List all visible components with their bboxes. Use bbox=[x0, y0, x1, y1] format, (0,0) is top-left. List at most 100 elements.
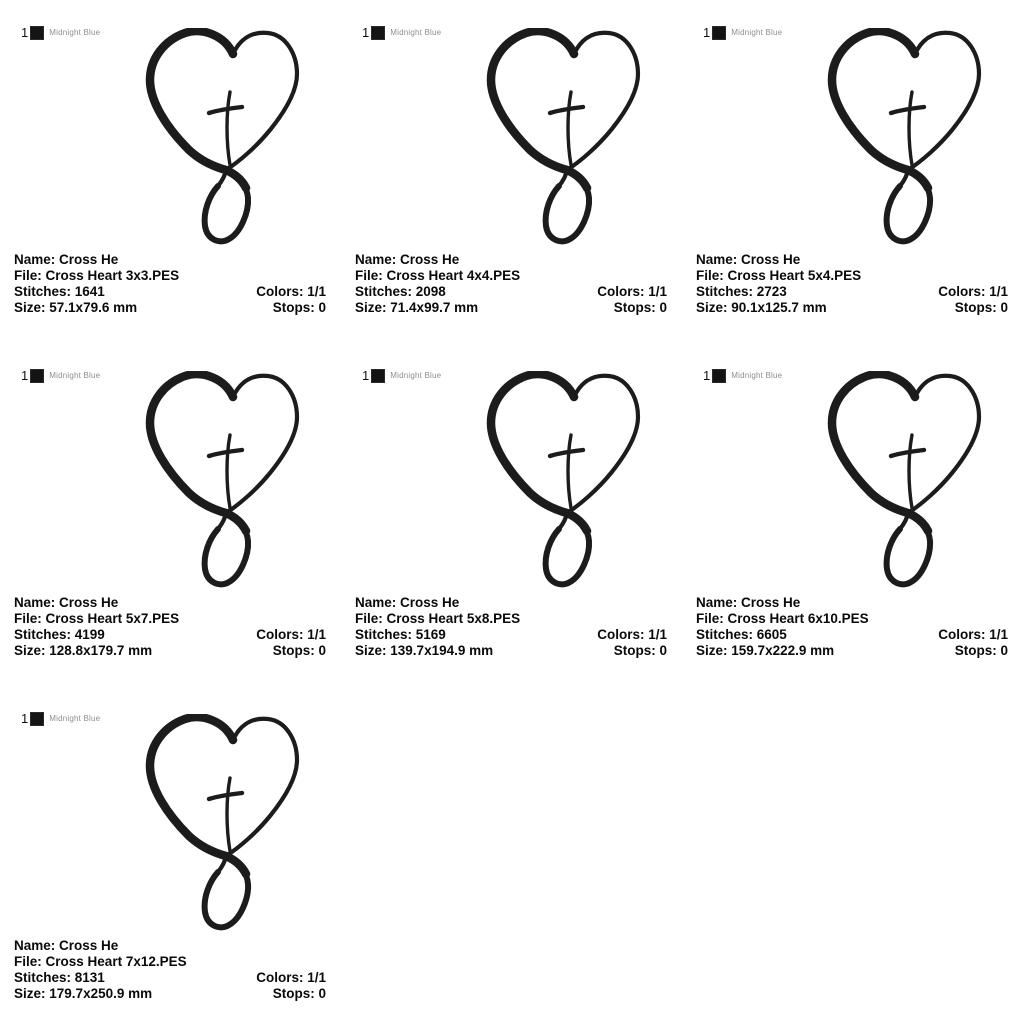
stops-label: Stops: bbox=[272, 300, 315, 315]
design-size: 71.4x99.7 mm bbox=[390, 300, 479, 315]
file-line: File: Cross Heart 5x7.PES bbox=[14, 611, 326, 627]
stitches-label: Stitches: bbox=[355, 627, 413, 642]
heart-cross-design-preview bbox=[486, 28, 642, 246]
size-label: Size: bbox=[696, 300, 728, 315]
stitches-pair: Stitches: 5169 bbox=[355, 627, 446, 643]
stops-label: Stops: bbox=[954, 300, 997, 315]
design-panel: 1 Midnight Blue Name: Cross He File: Cro… bbox=[341, 0, 682, 343]
size-pair: Size: 139.7x194.9 mm bbox=[355, 643, 493, 659]
thread-number: 1 bbox=[703, 368, 711, 383]
design-panel: 1 Midnight Blue Name: Cross He File: Cro… bbox=[682, 0, 1023, 343]
design-size: 139.7x194.9 mm bbox=[390, 643, 494, 658]
size-stops-line: Size: 90.1x125.7 mm Stops: 0 bbox=[696, 300, 1008, 316]
stitches-label: Stitches: bbox=[696, 284, 754, 299]
stops-pair: Stops: 0 bbox=[273, 300, 326, 316]
heart-cross-design-preview bbox=[145, 371, 301, 589]
size-label: Size: bbox=[14, 300, 46, 315]
thread-color-name: Midnight Blue bbox=[390, 371, 442, 380]
design-size: 179.7x250.9 mm bbox=[49, 986, 153, 1001]
stops-count: 0 bbox=[659, 300, 667, 315]
thread-number: 1 bbox=[21, 368, 29, 383]
thread-color-row: 1 Midnight Blue bbox=[21, 369, 100, 383]
design-file: Cross Heart 5x8.PES bbox=[386, 611, 521, 626]
stops-pair: Stops: 0 bbox=[273, 643, 326, 659]
file-label: File: bbox=[14, 954, 42, 969]
design-file: Cross Heart 5x4.PES bbox=[727, 268, 862, 283]
file-line: File: Cross Heart 4x4.PES bbox=[355, 268, 667, 284]
name-label: Name: bbox=[14, 252, 56, 267]
design-name: Cross He bbox=[59, 595, 119, 610]
colors-pair: Colors: 1/1 bbox=[938, 284, 1008, 300]
file-label: File: bbox=[355, 611, 383, 626]
colors-label: Colors: bbox=[938, 284, 986, 299]
stitches-pair: Stitches: 4199 bbox=[14, 627, 105, 643]
size-pair: Size: 71.4x99.7 mm bbox=[355, 300, 478, 316]
stitches-label: Stitches: bbox=[14, 970, 72, 985]
size-label: Size: bbox=[14, 986, 46, 1001]
design-file: Cross Heart 7x12.PES bbox=[45, 954, 187, 969]
stitch-count: 5169 bbox=[415, 627, 446, 642]
design-panel: 1 Midnight Blue Name: Cross He File: Cro… bbox=[0, 686, 341, 1029]
size-label: Size: bbox=[14, 643, 46, 658]
size-stops-line: Size: 139.7x194.9 mm Stops: 0 bbox=[355, 643, 667, 659]
design-panel: 1 Midnight Blue Name: Cross He File: Cro… bbox=[341, 343, 682, 686]
stops-count: 0 bbox=[1000, 643, 1008, 658]
stitches-pair: Stitches: 2723 bbox=[696, 284, 787, 300]
design-name: Cross He bbox=[59, 252, 119, 267]
design-info: Name: Cross He File: Cross Heart 3x3.PES… bbox=[14, 252, 326, 316]
stops-label: Stops: bbox=[272, 986, 315, 1001]
design-size: 57.1x79.6 mm bbox=[49, 300, 138, 315]
stitches-pair: Stitches: 1641 bbox=[14, 284, 105, 300]
stops-count: 0 bbox=[318, 300, 326, 315]
thread-color-swatch-icon bbox=[371, 26, 386, 40]
colors-pair: Colors: 1/1 bbox=[256, 627, 326, 643]
stitches-colors-line: Stitches: 1641 Colors: 1/1 bbox=[14, 284, 326, 300]
file-label: File: bbox=[14, 268, 42, 283]
colors-count: 1/1 bbox=[989, 284, 1008, 299]
size-label: Size: bbox=[696, 643, 728, 658]
stops-pair: Stops: 0 bbox=[614, 643, 667, 659]
stitches-colors-line: Stitches: 4199 Colors: 1/1 bbox=[14, 627, 326, 643]
stops-count: 0 bbox=[1000, 300, 1008, 315]
file-label: File: bbox=[696, 268, 724, 283]
thread-number: 1 bbox=[21, 711, 29, 726]
size-stops-line: Size: 57.1x79.6 mm Stops: 0 bbox=[14, 300, 326, 316]
name-line: Name: Cross He bbox=[14, 938, 326, 954]
thread-color-row: 1 Midnight Blue bbox=[703, 26, 782, 40]
design-info: Name: Cross He File: Cross Heart 7x12.PE… bbox=[14, 938, 326, 1002]
design-info: Name: Cross He File: Cross Heart 6x10.PE… bbox=[696, 595, 1008, 659]
name-label: Name: bbox=[696, 252, 738, 267]
stops-count: 0 bbox=[318, 643, 326, 658]
size-label: Size: bbox=[355, 643, 387, 658]
colors-pair: Colors: 1/1 bbox=[597, 284, 667, 300]
colors-count: 1/1 bbox=[307, 284, 326, 299]
thread-color-swatch-icon bbox=[712, 26, 727, 40]
stitches-pair: Stitches: 8131 bbox=[14, 970, 105, 986]
thread-color-row: 1 Midnight Blue bbox=[703, 369, 782, 383]
stops-count: 0 bbox=[659, 643, 667, 658]
thread-color-row: 1 Midnight Blue bbox=[362, 26, 441, 40]
design-file: Cross Heart 5x7.PES bbox=[45, 611, 180, 626]
design-name: Cross He bbox=[741, 252, 801, 267]
design-name: Cross He bbox=[741, 595, 801, 610]
stitches-label: Stitches: bbox=[696, 627, 754, 642]
design-info: Name: Cross He File: Cross Heart 5x4.PES… bbox=[696, 252, 1008, 316]
stitches-label: Stitches: bbox=[14, 284, 72, 299]
design-size: 128.8x179.7 mm bbox=[49, 643, 153, 658]
colors-label: Colors: bbox=[597, 627, 645, 642]
thread-color-name: Midnight Blue bbox=[731, 28, 783, 37]
file-line: File: Cross Heart 6x10.PES bbox=[696, 611, 1008, 627]
design-file: Cross Heart 6x10.PES bbox=[727, 611, 869, 626]
name-label: Name: bbox=[14, 595, 56, 610]
stops-label: Stops: bbox=[613, 643, 656, 658]
heart-cross-design-preview bbox=[827, 28, 983, 246]
design-file: Cross Heart 4x4.PES bbox=[386, 268, 521, 283]
design-size: 90.1x125.7 mm bbox=[731, 300, 827, 315]
size-stops-line: Size: 128.8x179.7 mm Stops: 0 bbox=[14, 643, 326, 659]
thread-color-row: 1 Midnight Blue bbox=[21, 712, 100, 726]
name-line: Name: Cross He bbox=[355, 252, 667, 268]
stitches-colors-line: Stitches: 6605 Colors: 1/1 bbox=[696, 627, 1008, 643]
colors-label: Colors: bbox=[256, 970, 304, 985]
file-line: File: Cross Heart 5x8.PES bbox=[355, 611, 667, 627]
